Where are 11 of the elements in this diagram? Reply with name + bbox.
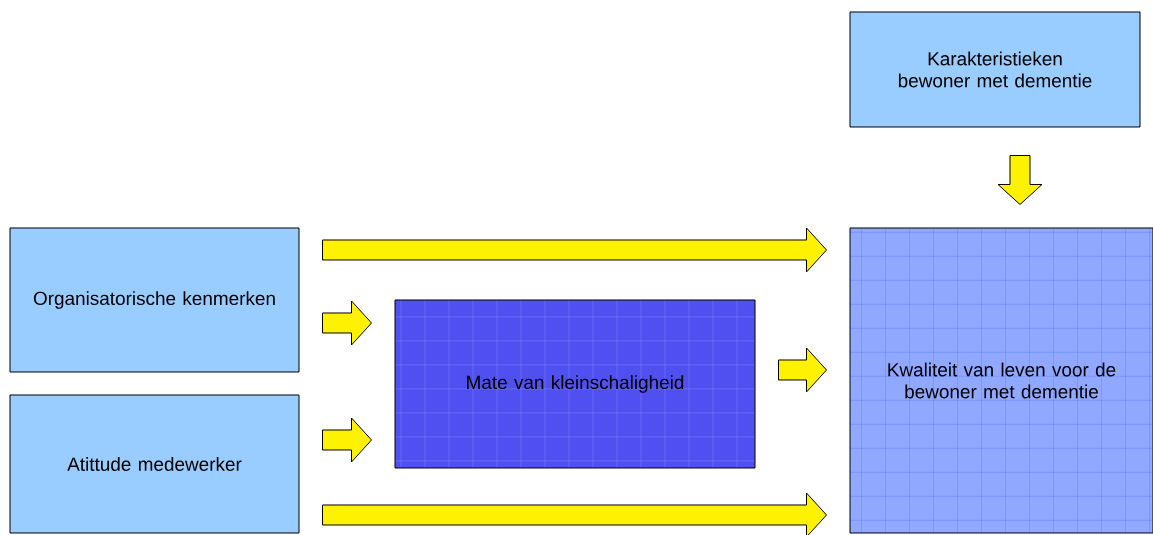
process-box: Organisatorische kenmerken <box>9 227 300 373</box>
block-arrow <box>778 347 827 393</box>
block-arrow <box>997 155 1043 205</box>
process-box: Atittude medewerker <box>9 394 300 534</box>
block-arrow <box>322 300 372 346</box>
block-arrow <box>322 417 372 463</box>
process-box: Karakteristieken bewoner met dementie <box>849 11 1141 128</box>
process-box: Kwaliteit van leven voor de bewoner met dementie <box>849 227 1153 534</box>
block-arrow <box>322 492 827 535</box>
process-box: Mate van kleinschaligheid <box>394 299 756 469</box>
block-arrow <box>322 227 827 273</box>
